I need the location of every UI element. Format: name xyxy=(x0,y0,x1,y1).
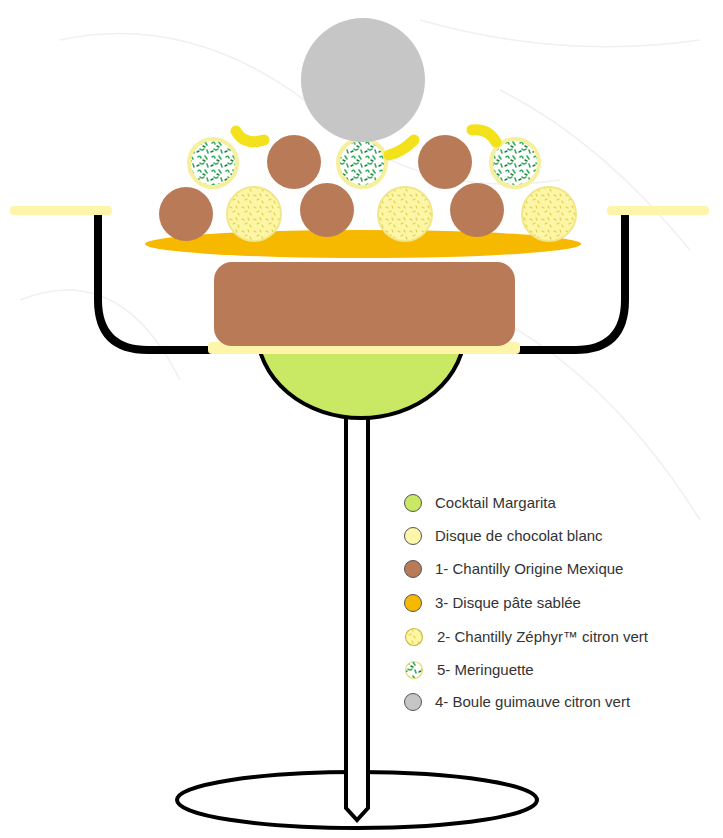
lime-twist xyxy=(472,130,496,142)
bottom-row xyxy=(159,183,576,241)
marshmallow-ball xyxy=(301,18,425,142)
sablee-disc xyxy=(145,230,581,258)
legend-text: Cocktail Margarita xyxy=(435,494,556,512)
legend-swatch xyxy=(404,693,422,711)
legend-item: 3- Disque pâte sablée xyxy=(404,594,581,612)
chantilly-mexique-ball xyxy=(159,187,213,241)
chantilly-mexique-ball xyxy=(418,135,472,189)
chantilly-mexique-ball xyxy=(450,183,504,237)
legend-text: 1- Chantilly Origine Mexique xyxy=(435,560,623,578)
meringuette xyxy=(338,139,386,187)
legend-text: 5- Meringuette xyxy=(437,661,534,679)
legend-item: Disque de chocolat blanc xyxy=(404,527,603,545)
chantilly-zephyr-ball xyxy=(378,187,432,241)
chantilly-mexique-ball xyxy=(267,135,321,189)
watermark-line xyxy=(420,20,700,47)
legend-text: 3- Disque pâte sablée xyxy=(435,594,581,612)
legend-item: Cocktail Margarita xyxy=(404,494,556,512)
legend-swatch xyxy=(404,627,424,647)
chantilly-zephyr-ball xyxy=(227,187,281,241)
white-chocolate-rim xyxy=(607,206,709,215)
legend-swatch xyxy=(404,494,422,512)
legend-swatch xyxy=(404,527,422,545)
legend-text: Disque de chocolat blanc xyxy=(435,527,603,545)
legend-item: 2- Chantilly Zéphyr™ citron vert xyxy=(404,627,648,647)
legend-text: 2- Chantilly Zéphyr™ citron vert xyxy=(437,628,648,646)
chantilly-mexique-cake xyxy=(214,262,515,346)
white-chocolate-rim xyxy=(10,206,112,215)
legend-swatch-shape xyxy=(406,629,423,646)
lime-twist xyxy=(389,140,414,155)
legend-item: 1- Chantilly Origine Mexique xyxy=(404,560,623,578)
glass-stem xyxy=(346,405,368,820)
legend-item: 4- Boule guimauve citron vert xyxy=(404,693,630,711)
chantilly-mexique-ball xyxy=(300,183,354,237)
legend-text: 4- Boule guimauve citron vert xyxy=(435,693,630,711)
meringuette xyxy=(189,139,237,187)
lime-twist xyxy=(236,131,264,142)
chantilly-zephyr-ball xyxy=(522,187,576,241)
legend-swatch xyxy=(404,560,422,578)
legend-item: 5- Meringuette xyxy=(404,660,534,680)
legend-swatch xyxy=(404,594,422,612)
legend-swatch xyxy=(404,660,424,680)
legend-swatch-shape xyxy=(406,662,423,679)
